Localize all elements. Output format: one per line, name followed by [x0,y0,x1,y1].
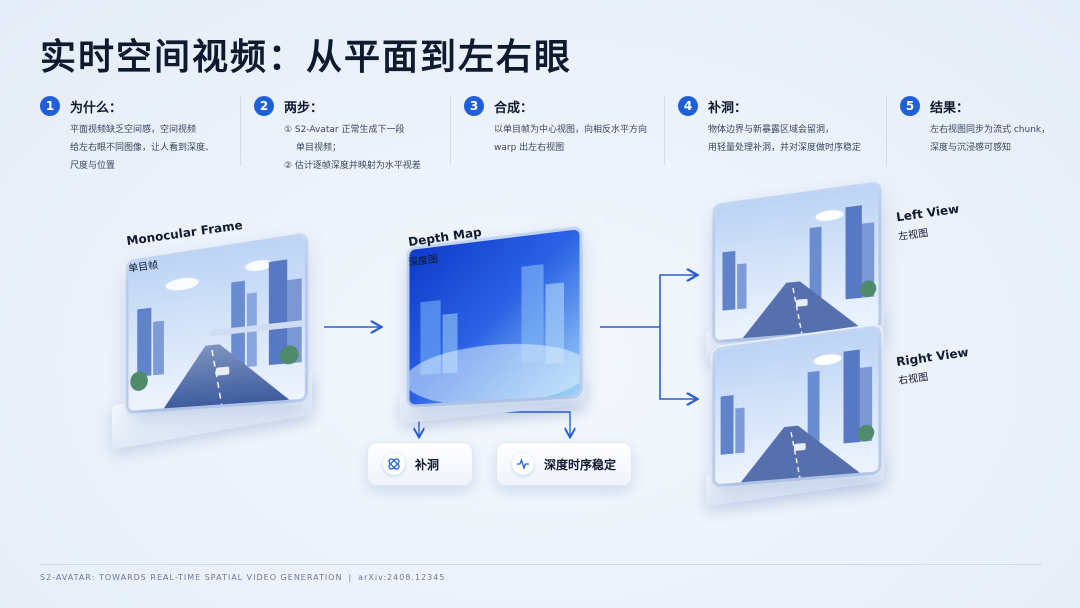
depth-map-image [409,229,580,405]
depth-stabilize-chip: 深度时序稳定 [496,442,632,486]
bandage-icon [383,453,405,475]
step-number: 1 [40,96,60,116]
arrow-to-right-view [659,327,696,399]
step-title: 合成： [494,101,534,116]
step-description: 平面视频缺乏空间感，空间视频 给左右眼不同图像，让人看到深度、 尺度与位置 [70,121,214,175]
hole-fill-chip: 补洞 [367,442,473,486]
step-2: 2 两步： ① S2-Avatar 正常生成下一段 单目视频； ② 估计逐帧深度… [240,94,454,175]
step-line: 深度与沉浸感可感知 [930,143,1012,153]
right-view-panel [715,328,879,485]
step-line: 给左右眼不同图像，让人看到深度、 [70,143,215,153]
footer-paper-title: S2-AVATAR: TOWARDS REAL-TIME SPATIAL VID… [40,573,343,582]
left-view-panel [715,184,879,341]
step-line: 尺度与位置 [70,161,116,171]
step-description: 以单目帧为中心视图，向相反水平方向 warp 出左右视图 [494,121,647,157]
city-street-image [128,235,305,411]
step-line: ① S2-Avatar 正常生成下一段 [284,125,405,135]
step-4: 4 补洞： 物体边界与新暴露区域会留洞， 用轻量处理补洞，并对深度做时序稳定 [664,94,888,172]
step-title: 为什么： [70,101,123,116]
step-1: 1 为什么： 平面视频缺乏空间感，空间视频 给左右眼不同图像，让人看到深度、 尺… [40,94,240,172]
left-view-image [715,184,879,341]
page-title: 实时空间视频：从平面到左右眼 [40,37,573,78]
footer: S2-AVATAR: TOWARDS REAL-TIME SPATIAL VID… [40,573,445,582]
step-line: ② 估计逐帧深度并映射为水平视差 [284,161,421,171]
step-number: 3 [464,96,484,116]
step-line: 单目视频； [296,143,342,153]
depth-map-panel [409,229,580,405]
monocular-frame-panel [128,235,305,411]
step-description: 左右视图同步为流式 chunk， 深度与沉浸感可感知 [930,121,1050,157]
step-line: 用轻量处理补洞，并对深度做时序稳定 [708,143,862,153]
step-description: ① S2-Avatar 正常生成下一段 单目视频； ② 估计逐帧深度并映射为水平… [284,121,421,175]
step-3: 3 合成： 以单目帧为中心视图，向相反水平方向 warp 出左右视图 [450,94,674,172]
right-view-image [715,328,879,485]
footer-divider [40,564,1042,565]
step-line: 物体边界与新暴露区域会留洞， [708,125,835,135]
step-5: 5 结果： 左右视图同步为流式 chunk， 深度与沉浸感可感知 [886,94,1050,172]
step-number: 4 [678,96,698,116]
footer-arxiv-id: arXiv:2408.12345 [358,573,446,582]
step-description: 物体边界与新暴露区域会留洞， 用轻量处理补洞，并对深度做时序稳定 [708,121,861,157]
hole-fill-label: 补洞 [415,457,440,472]
step-number: 2 [254,96,274,116]
arrow-to-left-view [659,275,696,327]
waveform-icon [512,453,534,475]
depth-stabilize-label: 深度时序稳定 [544,457,617,472]
step-number: 5 [900,96,920,116]
step-title: 补洞： [708,101,748,116]
step-line: 以单目帧为中心视图，向相反水平方向 [494,125,648,135]
step-line: 左右视图同步为流式 chunk， [930,125,1051,135]
step-title: 结果： [930,101,970,116]
steps-row: 1 为什么： 平面视频缺乏空间感，空间视频 给左右眼不同图像，让人看到深度、 尺… [40,94,1050,174]
step-line: 平面视频缺乏空间感，空间视频 [70,125,197,135]
footer-separator: | [348,573,353,582]
step-title: 两步： [284,101,324,116]
step-line: warp 出左右视图 [494,143,565,153]
